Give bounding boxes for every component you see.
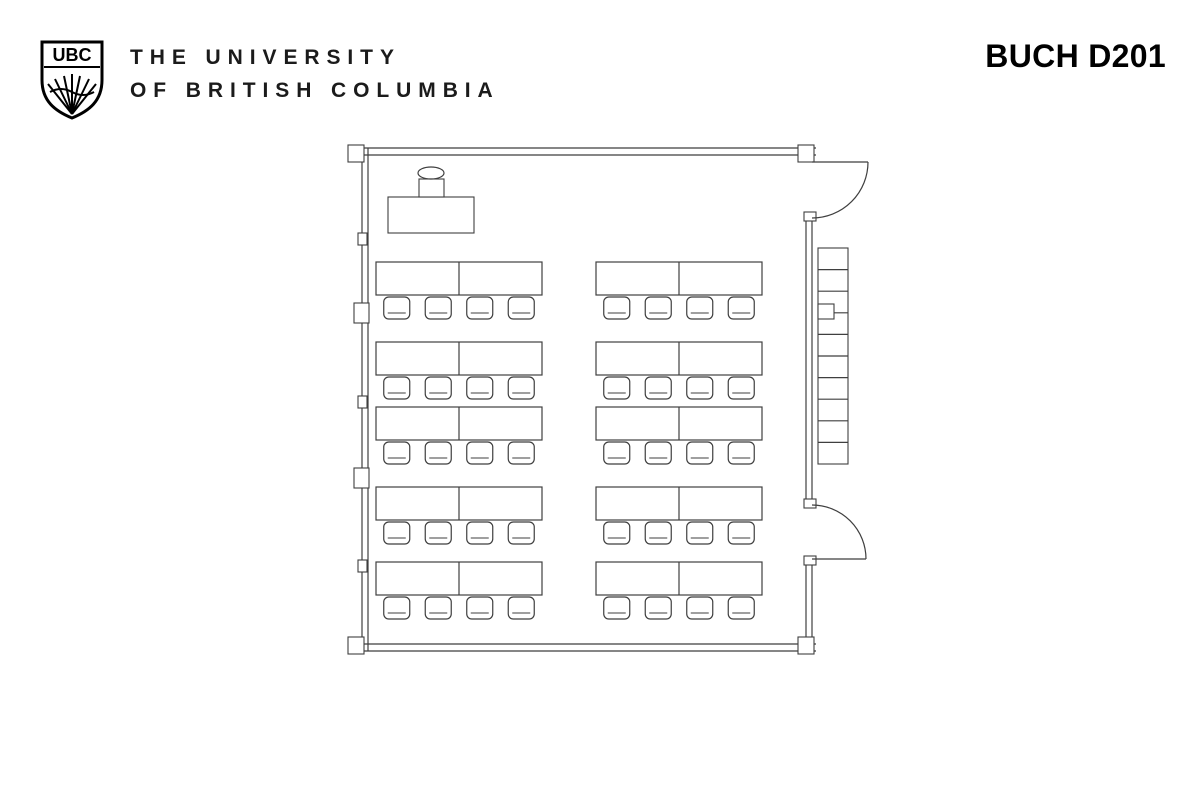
shield-outline [40,40,104,120]
chair-icon [466,376,494,400]
table-group [375,261,543,320]
university-name: THE UNIVERSITY OF BRITISH COLUMBIA [130,46,500,103]
shelf-unit [817,247,849,465]
chair-icon [424,441,452,465]
table-group [595,341,763,400]
chair-icon [644,376,672,400]
university-name-line1: THE UNIVERSITY [130,46,401,69]
chair-icon [644,521,672,545]
chair-icon [644,296,672,320]
chair-icon [383,521,411,545]
chair-icon [644,441,672,465]
chair-icon [383,441,411,465]
lectern-camera-icon [417,166,445,180]
wall-caps [347,144,817,655]
logo-text: UBC [53,45,92,65]
chair-icon [424,296,452,320]
window-mullions [353,232,370,573]
door-top [811,161,869,219]
university-name-line2: OF BRITISH COLUMBIA [130,79,500,102]
chair-icon [603,376,631,400]
table-group [595,561,763,620]
chair-icon [507,376,535,400]
chair-icon [466,596,494,620]
chair-icon [603,521,631,545]
table-group [375,486,543,545]
chair-icon [603,296,631,320]
door-swing-arc [811,504,867,560]
chair-icon [644,596,672,620]
ubc-logo: UBC [40,40,104,120]
chair-icon [424,596,452,620]
tables-layer [375,261,763,620]
chair-icon [424,521,452,545]
chair-icon [603,596,631,620]
chair-icon [686,296,714,320]
crest-rays-icon [47,74,97,115]
page-header: UBC THE UNIVERSITY OF BRITISH COLUMBIA B… [0,0,1200,130]
lectern [387,166,475,234]
lectern-stand [418,178,445,198]
chair-icon [383,376,411,400]
door-swing-arc [811,161,869,219]
chair-icon [466,441,494,465]
chair-icon [686,376,714,400]
chair-icon [686,596,714,620]
chair-icon [727,521,755,545]
wall-panel [817,303,835,320]
chair-icon [507,441,535,465]
chair-icon [466,521,494,545]
chair-icon [727,441,755,465]
chair-icon [686,441,714,465]
table-group [375,341,543,400]
table-group [375,561,543,620]
room-title: BUCH D201 [985,38,1166,74]
chair-icon [686,521,714,545]
table-group [375,406,543,465]
chair-icon [507,596,535,620]
door-bottom [811,504,867,560]
chair-icon [727,296,755,320]
table-group [595,261,763,320]
chair-icon [603,441,631,465]
chair-icon [727,376,755,400]
lectern-desk [387,196,475,234]
chair-icon [507,521,535,545]
chair-icon [383,296,411,320]
chair-icon [727,596,755,620]
chair-icon [383,596,411,620]
table-group [595,486,763,545]
chair-icon [507,296,535,320]
table-group [595,406,763,465]
chair-icon [466,296,494,320]
chair-icon [424,376,452,400]
